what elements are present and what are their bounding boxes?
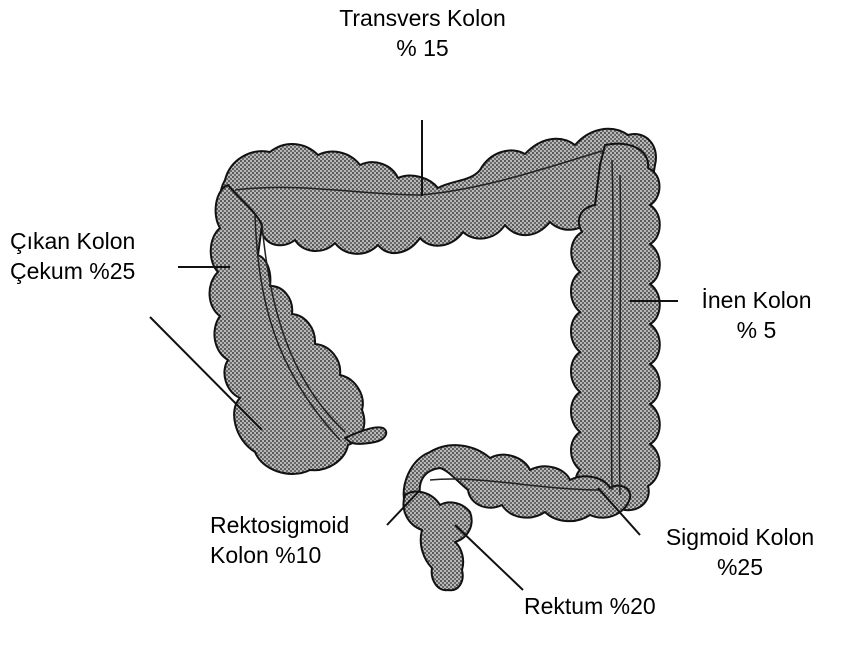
label-rectosigmoid-name: Rektosigmoid bbox=[210, 510, 349, 540]
leader-rectum bbox=[455, 525, 523, 590]
label-transverse: Transvers Kolon % 15 bbox=[300, 3, 545, 63]
label-sigmoid-pct: %25 bbox=[645, 552, 835, 582]
label-ascending: Çıkan Kolon Çekum %25 bbox=[10, 226, 135, 286]
label-rectosigmoid-pct: Kolon %10 bbox=[210, 540, 349, 570]
label-descending: İnen Kolon % 5 bbox=[684, 285, 829, 345]
rectum bbox=[404, 492, 472, 591]
label-descending-pct: % 5 bbox=[684, 315, 829, 345]
label-rectosigmoid: Rektosigmoid Kolon %10 bbox=[210, 510, 349, 570]
label-transverse-pct: % 15 bbox=[300, 33, 545, 63]
label-sigmoid: Sigmoid Kolon %25 bbox=[645, 522, 835, 582]
label-ascending-name: Çıkan Kolon bbox=[10, 226, 135, 256]
label-rectum-name: Rektum %20 bbox=[524, 591, 656, 621]
label-rectum: Rektum %20 bbox=[524, 591, 656, 621]
label-transverse-name: Transvers Kolon bbox=[300, 3, 545, 33]
label-sigmoid-name: Sigmoid Kolon bbox=[645, 522, 835, 552]
label-descending-name: İnen Kolon bbox=[684, 285, 829, 315]
label-ascending-pct: Çekum %25 bbox=[10, 256, 135, 286]
